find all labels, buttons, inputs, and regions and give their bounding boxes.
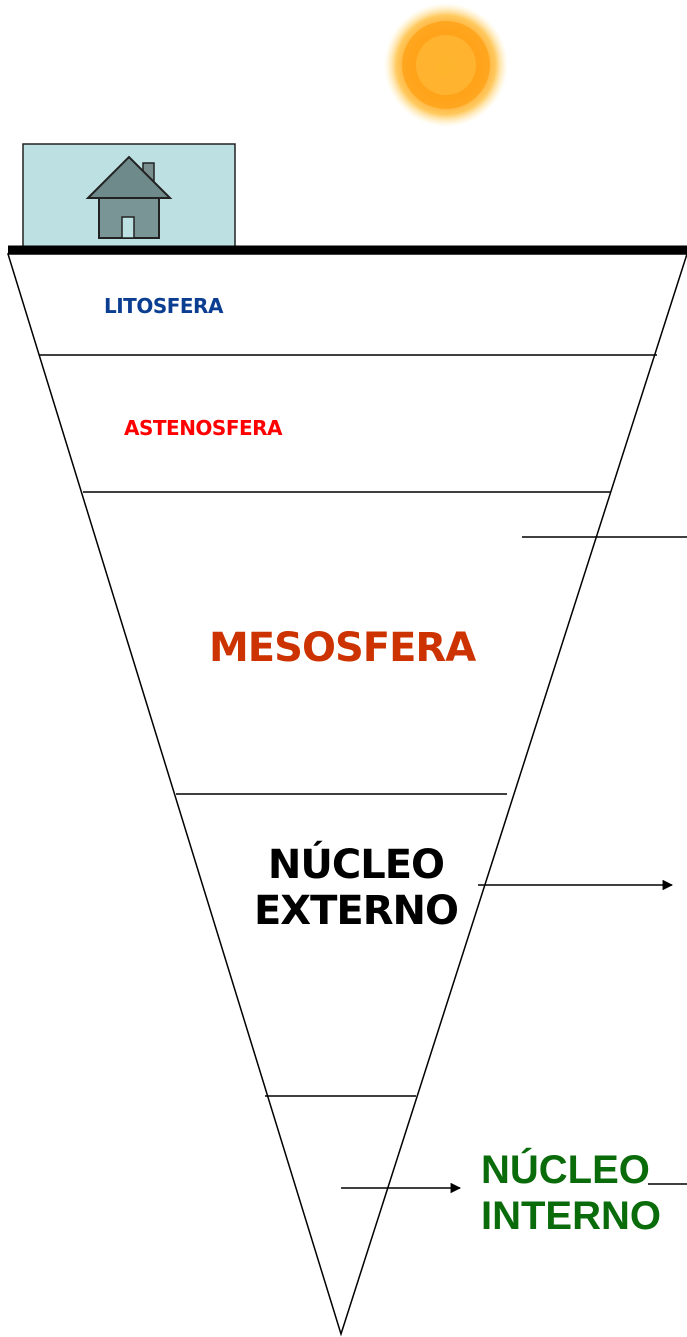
layer-label-mesosfera: MESOSFERA	[209, 625, 476, 671]
nucleo-interno-line2: INTERNO	[481, 1194, 661, 1238]
nucleo-externo-line2: EXTERNO	[253, 888, 459, 934]
layer-label-nucleo-externo: NÚCLEO EXTERNO	[240, 842, 472, 934]
layer-label-litosfera: LITOSFERA	[104, 294, 223, 318]
earth-cross-section	[6, 253, 687, 1337]
layer-label-nucleo-interno: NÚCLEO INTERNO	[481, 1147, 687, 1239]
layer-label-astenosfera: ASTENOSFERA	[124, 416, 283, 440]
nucleo-externo-line1: NÚCLEO	[267, 842, 445, 888]
house-icon	[22, 143, 236, 249]
nucleo-interno-line1: NÚCLEO	[481, 1148, 650, 1192]
sun-icon	[384, 3, 508, 127]
